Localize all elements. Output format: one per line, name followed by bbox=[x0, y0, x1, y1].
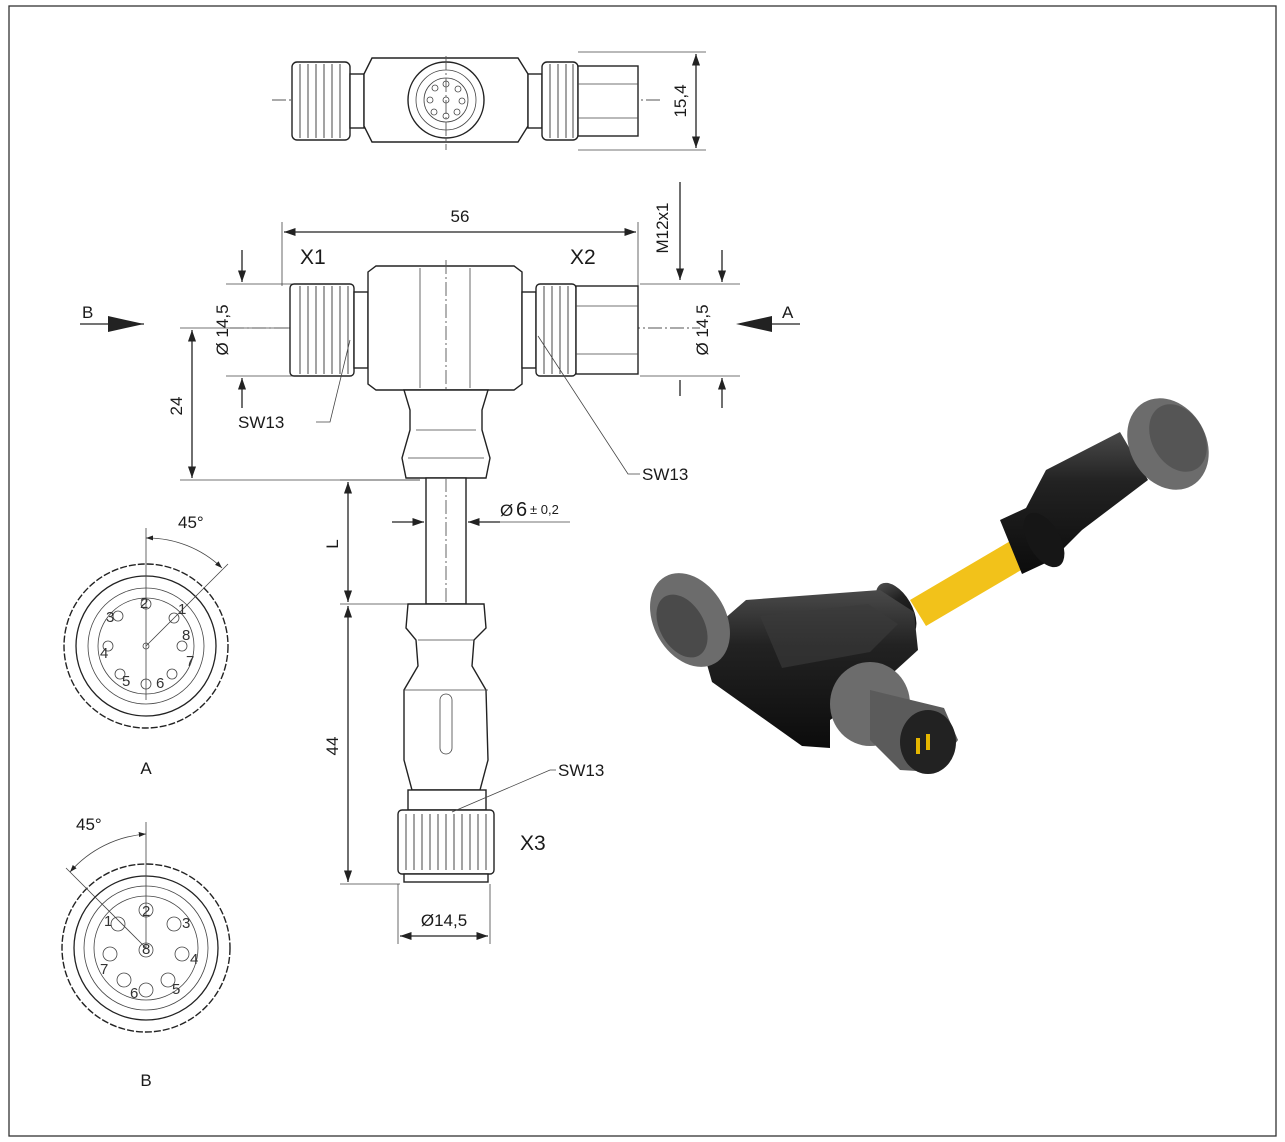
dim-thread: M12x1 bbox=[653, 202, 672, 253]
view-b-pin-label: 1 bbox=[104, 913, 112, 930]
product-render bbox=[650, 398, 1209, 774]
view-b-pin-label: 3 bbox=[182, 915, 190, 932]
view-b-caption: B bbox=[140, 1071, 151, 1090]
dim-cable-dia-tolerance: ± 0,2 bbox=[530, 502, 559, 517]
view-a-caption: A bbox=[140, 759, 152, 778]
label-arrow-b: B bbox=[82, 303, 93, 322]
view-a-pin-label: 2 bbox=[140, 595, 148, 612]
t-housing-highlight bbox=[760, 604, 898, 668]
dim-lower-length: 44 bbox=[323, 737, 342, 756]
view-b-pin-label: 4 bbox=[190, 951, 198, 968]
dim-dia-x1: Ø 14,5 bbox=[213, 304, 232, 355]
label-sw-right: SW13 bbox=[642, 465, 688, 484]
view-b-pin-label: 5 bbox=[172, 981, 180, 998]
cable-segment bbox=[910, 540, 1028, 626]
view-b-pin-label: 6 bbox=[130, 985, 138, 1002]
view-a-pin-label: 3 bbox=[106, 609, 114, 626]
dim-cable-dia-symbol: Ø bbox=[500, 501, 513, 520]
dim-cable-dia-value: 6 bbox=[516, 499, 527, 521]
view-a-pin-labels: 1 2 3 4 5 6 7 8 bbox=[100, 595, 194, 692]
view-a-pin-label: 1 bbox=[178, 601, 186, 618]
dim-cable-length: L bbox=[323, 539, 342, 548]
dim-top-height: 15,4 bbox=[671, 84, 690, 117]
male-pin bbox=[916, 738, 920, 754]
left-nut-face bbox=[656, 594, 708, 658]
female-end-grip bbox=[1023, 512, 1065, 568]
view-a-pin-label: 7 bbox=[186, 653, 194, 670]
dim-overall-width: 56 bbox=[451, 207, 470, 226]
dim-cable-diameter: Ø 6 ± 0,2 bbox=[500, 499, 559, 521]
dim-dia-x2: Ø 14,5 bbox=[693, 304, 712, 355]
front-view bbox=[80, 182, 800, 944]
label-x1: X1 bbox=[300, 246, 326, 269]
view-a-pin-label: 5 bbox=[122, 673, 130, 690]
label-x3: X3 bbox=[520, 832, 546, 855]
view-b bbox=[61, 822, 231, 1033]
view-b-pin-labels: 1 2 3 4 5 6 7 8 bbox=[100, 903, 198, 1002]
view-a-pin-label: 4 bbox=[100, 645, 108, 662]
female-end-nut-face bbox=[1149, 404, 1207, 472]
label-x2: X2 bbox=[570, 246, 596, 269]
view-a-pin-label: 6 bbox=[156, 675, 164, 692]
female-end-body bbox=[1000, 432, 1148, 574]
label-arrow-a: A bbox=[782, 303, 794, 322]
view-b-pin-label: 8 bbox=[142, 941, 150, 958]
view-b-angle: 45° bbox=[76, 815, 102, 834]
view-b-pin-label: 7 bbox=[100, 961, 108, 978]
view-a bbox=[63, 528, 229, 729]
top-view bbox=[272, 51, 706, 151]
male-pin bbox=[926, 734, 930, 750]
drawing-frame bbox=[8, 5, 1277, 1137]
view-a-angle: 45° bbox=[178, 513, 204, 532]
label-sw-bottom: SW13 bbox=[558, 761, 604, 780]
label-sw-left: SW13 bbox=[238, 413, 284, 432]
dim-dia-x3: Ø14,5 bbox=[421, 911, 467, 930]
dim-offset: 24 bbox=[167, 397, 186, 416]
view-a-pin-label: 8 bbox=[182, 627, 190, 644]
view-b-pin-label: 2 bbox=[142, 903, 150, 920]
